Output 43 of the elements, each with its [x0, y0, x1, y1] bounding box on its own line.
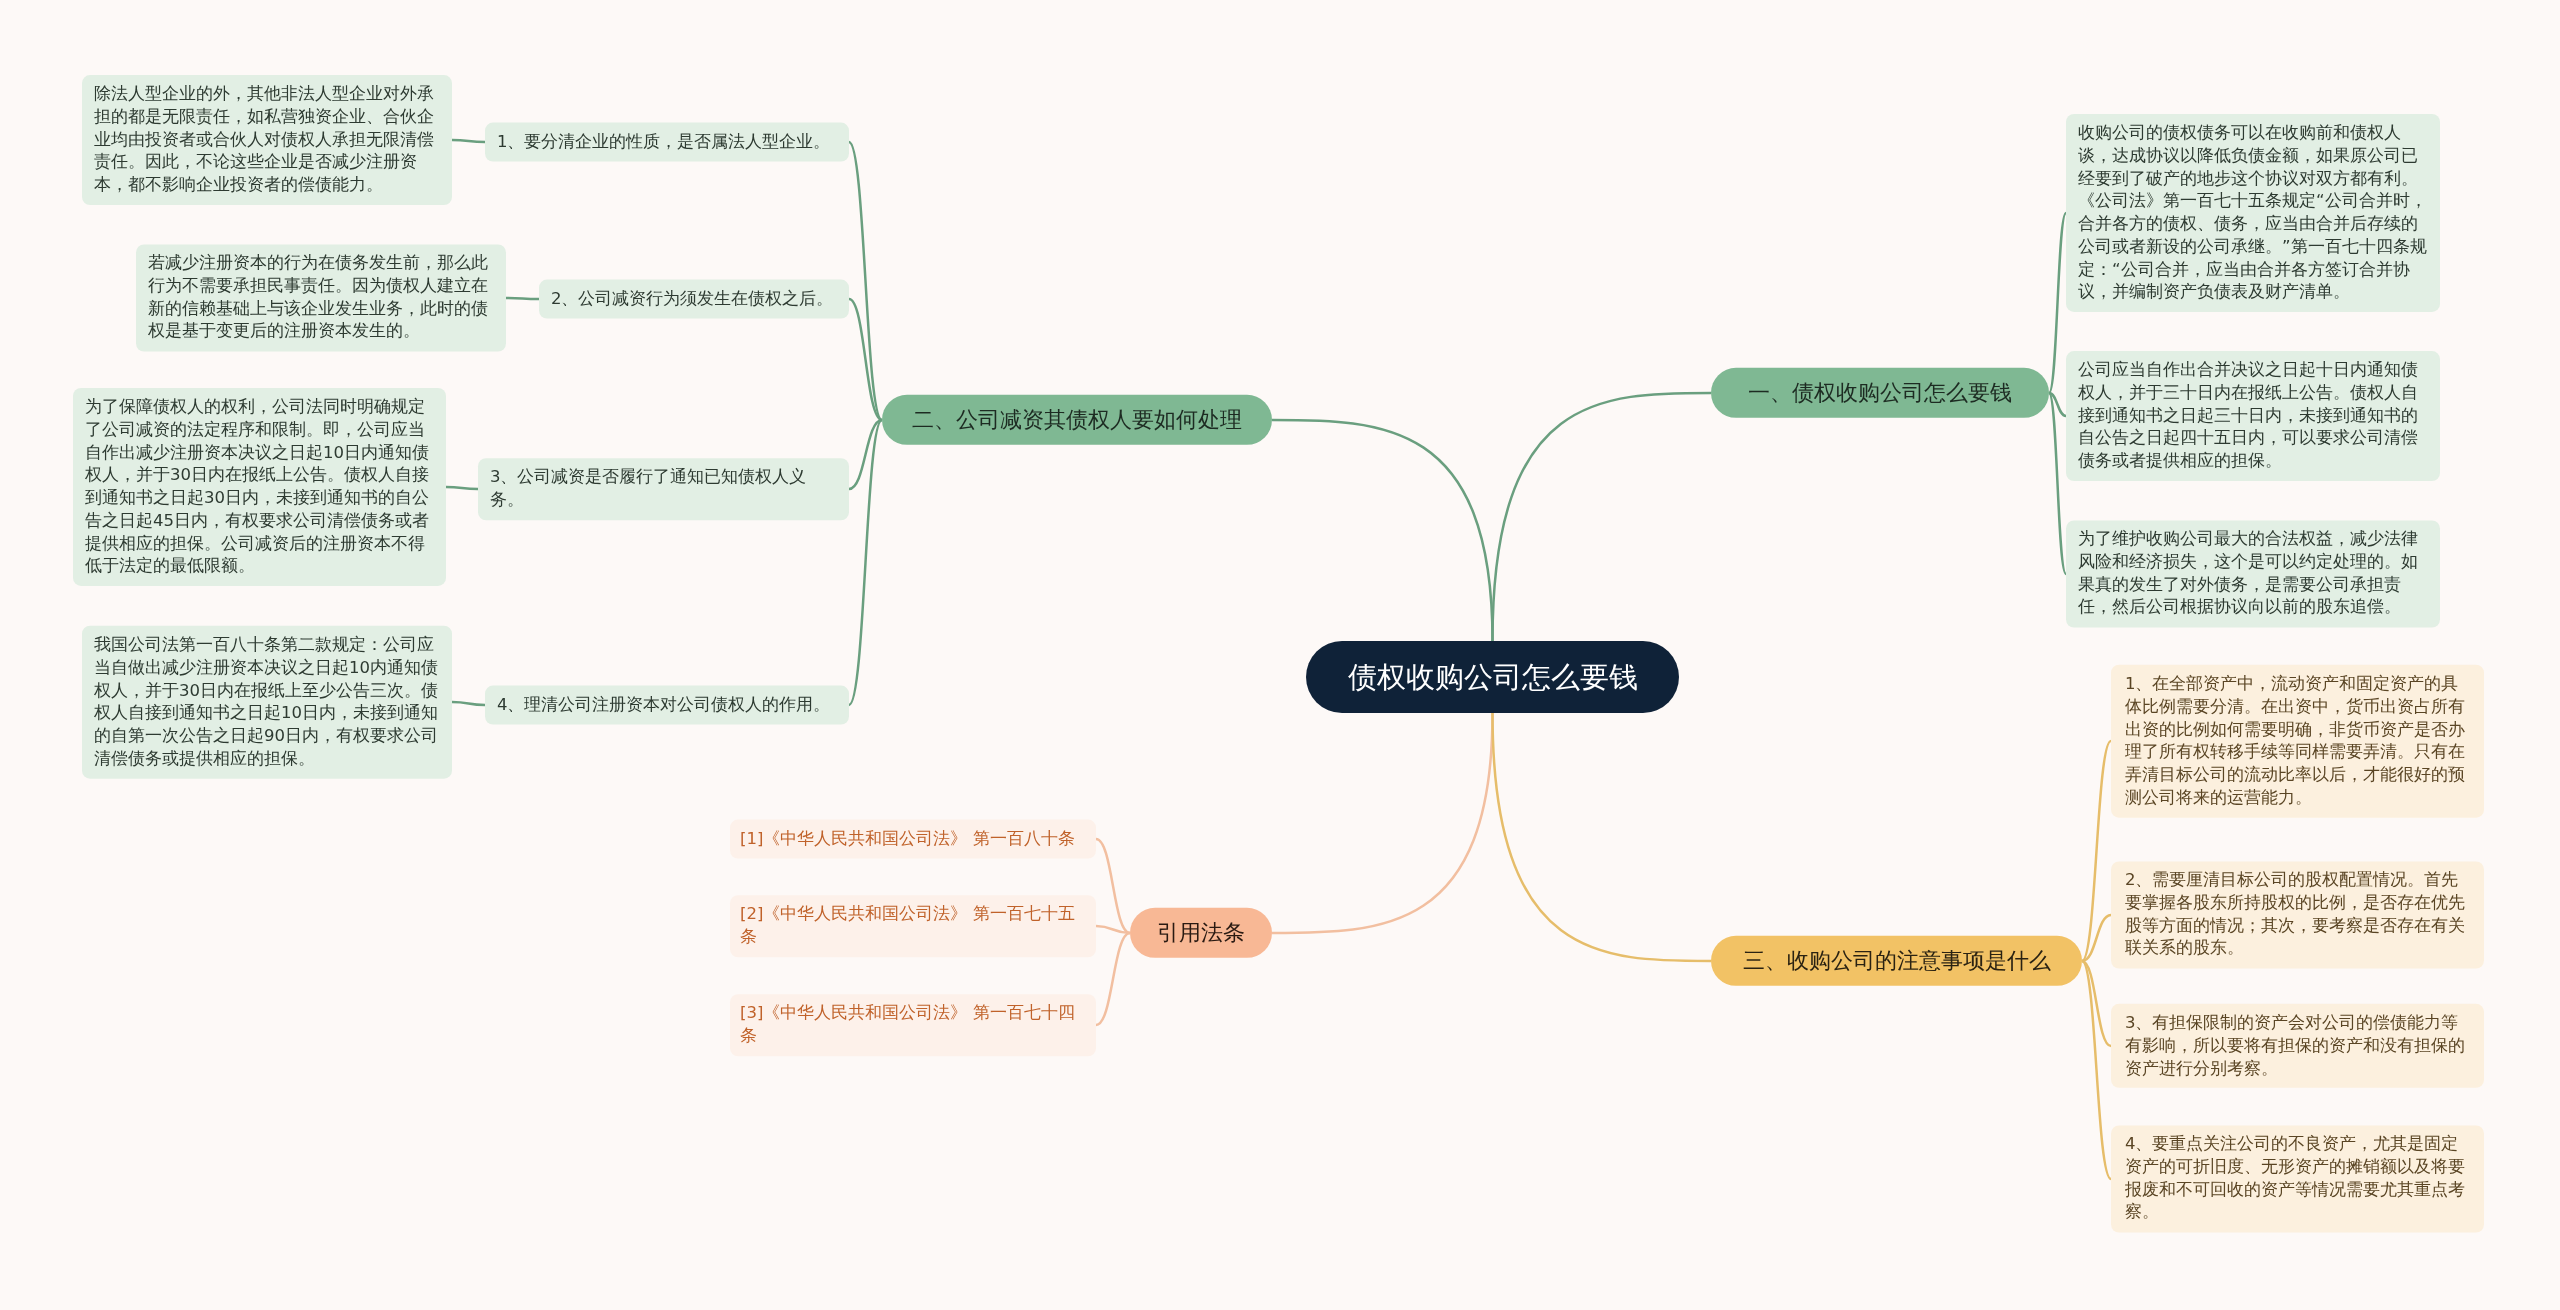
connector [1095, 931, 1131, 1027]
subtopic-note: 我国公司法第一百八十条第二款规定：公司应当自做出减少注册资本决议之日起10内通知债权人，并于30日内在报纸上至少公告三次。债权人自接到通知书之日起10日内，未接到通知的自第一次公告之日起90日内，有权要求公司清偿债务或提供相应的担保。 [82, 625, 452, 779]
reference-note: [2]《中华人民共和国公司法》 第一百七十五条 [730, 895, 1096, 957]
connector [2081, 913, 2112, 963]
connector [1095, 837, 1131, 935]
connector [2081, 740, 2112, 962]
connector [506, 296, 539, 301]
subtopic-note: 为了保障债权人的权利，公司法同时明确规定了公司减资的法定程序和限制。即，公司应当自作出减少注册资本决议之日起10日内通知债权人，并于30日内在报纸上公告。债权人自接到通知书之日起30日内，未接到通知书的自公告之日起45日内，有权要求公司清偿债务或者提供相应的担保。公司减资后的注册资本不得低于法定的最低限额。 [73, 387, 446, 587]
branch-topic: 二、公司减资其债权人要如何处理 [882, 394, 1272, 446]
connector [2081, 960, 2112, 1180]
central-topic: 债权收购公司怎么要钱 [1306, 641, 1679, 713]
subtopic-note: 除法人型企业的外，其他非法人型企业对外承担的都是无限责任，如私营独资企业、合伙企业均由投资者或合伙人对债权人承担无限清偿责任。因此，不论这些企业是否减少注册资本，都不影响企业投资者的偿债能力。 [82, 75, 452, 205]
subtopic-note: 公司应当自作出合并决议之日起十日内通知债权人，并于三十日内在报纸上公告。债权人自接到通知书之日起三十日内，未接到通知书的自公告之日起四十五日内，可以要求公司清偿债务或者提供相应的担保。 [2066, 351, 2440, 481]
subtopic-note: 4、要重点关注公司的不良资产，尤其是固定资产的可折旧度、无形资产的摊销额以及将要报废和不可回收的资产等情况需要尤其重点考察。 [2111, 1125, 2484, 1233]
connector [452, 700, 485, 707]
connector [2081, 959, 2112, 1048]
subtopic-note: 2、需要厘清目标公司的股权配置情况。首先要掌握各股东所持股权的比例，是否存在优先股等方面的情况；其次，要考察是否存在有关联关系的股东。 [2111, 861, 2484, 969]
subtopic-note: 2、公司减资行为须发生在债权之后。 [539, 279, 849, 319]
subtopic-note: 若减少注册资本的行为在债务发生前，那么此行为不需要承担民事责任。因为债权人建立在新的信赖基础上与该企业发生业务，此时的债权是基于变更后的注册资本发生的。 [136, 244, 506, 352]
reference-note: [3]《中华人民共和国公司法》 第一百七十四条 [730, 994, 1096, 1056]
branch-topic: 三、收购公司的注意事项是什么 [1711, 935, 2082, 987]
connector [1272, 418, 1494, 642]
connector [446, 485, 478, 491]
subtopic-note: 4、理清公司注册资本对公司债权人的作用。 [485, 685, 849, 725]
connector [848, 418, 883, 491]
subtopic-note: 为了维护收购公司最大的合法权益，减少法律风险和经济损失，这个是可以约定处理的。如果真的发生了对外债务，是需要公司承担责任，然后公司根据协议向以前的股东追偿。 [2066, 520, 2440, 628]
connector [847, 419, 884, 706]
connector [847, 141, 884, 421]
branch-topic: 引用法条 [1130, 907, 1272, 959]
branch-topic: 一、债权收购公司怎么要钱 [1711, 367, 2049, 419]
connector [848, 297, 883, 422]
subtopic-note: 收购公司的债权债务可以在收购前和债权人谈，达成协议以降低负债金额，如果原公司已经要到了破产的地步这个协议对双方都有利。《公司法》第一百七十五条规定“公司合并时，合并各方的债权、债务，应当由合并后存续的公司或者新设的公司承继。”第一百七十四条规定：“公司合并，应当由合并各方签订合并协议，并编制资产负债表及财产清单。 [2066, 113, 2440, 313]
reference-note: [1]《中华人民共和国公司法》 第一百八十条 [730, 819, 1096, 859]
subtopic-note: 1、要分清企业的性质，是否属法人型企业。 [485, 122, 849, 162]
connector [1491, 712, 1711, 963]
connector [2048, 391, 2067, 418]
subtopic-note: 1、在全部资产中，流动资产和固定资产的具体比例需要分清。在出资中，货币出资占所有出资的比例如何需要明确，非货币资产是否办理了所有权转移手续等同样需要弄清。只有在弄清目标公司的流动比率以后，才能很好的预测公司将来的运营能力。 [2111, 664, 2484, 818]
connector [452, 138, 485, 144]
connector [1095, 924, 1131, 935]
connector [2047, 212, 2068, 394]
subtopic-note: 3、有担保限制的资产会对公司的偿债能力等有影响，所以要将有担保的资产和没有担保的资产进行分别考察。 [2111, 1003, 2484, 1089]
connector [2047, 392, 2068, 575]
subtopic-note: 3、公司减资是否履行了通知已知债权人义务。 [478, 458, 849, 520]
